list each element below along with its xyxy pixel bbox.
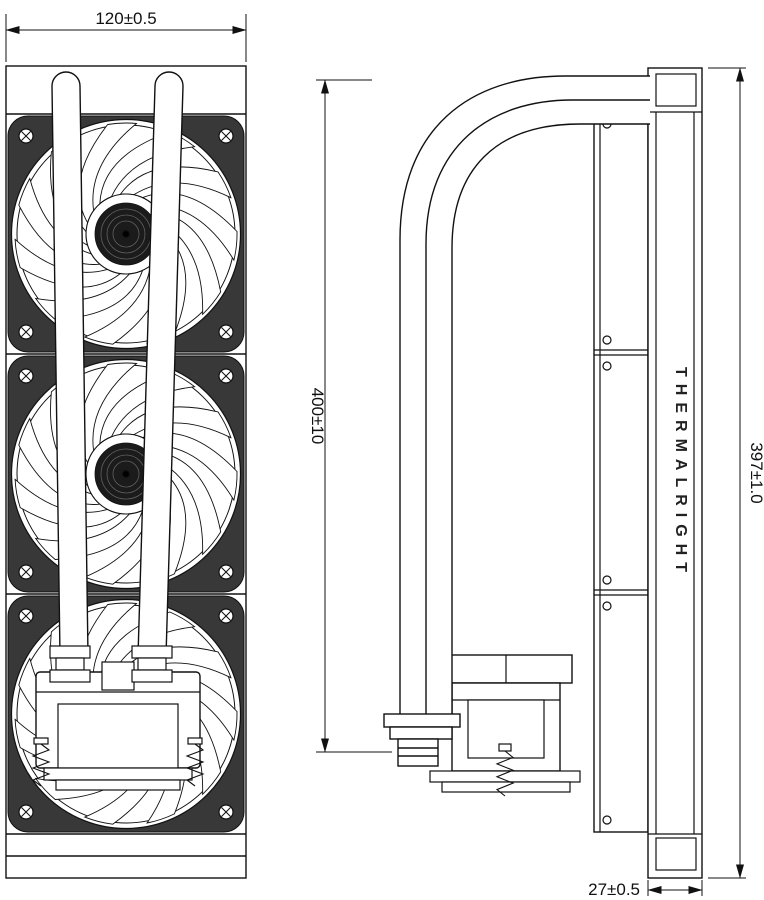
dim-front-width-label: 120±0.5 (95, 9, 156, 28)
spring-screw-head-right (187, 737, 203, 745)
fan-stack-outline (593, 111, 649, 833)
dim-tube-length: 400±10 (308, 79, 392, 753)
side-view: 400±10 THERMALRIGHT (308, 67, 764, 899)
dim-radiator-thickness: 27±0.5 (588, 880, 703, 899)
spring-screw-head-left (33, 737, 49, 745)
fitting-left-hex (55, 657, 85, 671)
tube-side (383, 75, 650, 767)
fitting-right-hex (137, 657, 167, 671)
pump-front (31, 645, 205, 791)
tube-fill (400, 76, 650, 714)
fan-1 (7, 115, 245, 353)
tube-edge-outer (399, 75, 650, 714)
cold-plate-side (441, 781, 571, 793)
dim-front-width: 120±0.5 (5, 9, 247, 62)
tube-fitting (383, 713, 461, 728)
mount-spring-side (495, 750, 515, 797)
tube-fitting-ring (389, 726, 453, 740)
tube-left-outline (51, 71, 89, 657)
radiator-side-outline (647, 67, 703, 879)
cold-plate (55, 779, 181, 791)
mount-flange (43, 767, 193, 781)
radiator-side: THERMALRIGHT (647, 67, 703, 879)
tube-right-outline (137, 71, 184, 657)
tube-left-front (51, 71, 89, 657)
fan-screw (602, 815, 612, 825)
fan-screw (602, 335, 612, 345)
front-view: 120±0.5 (5, 9, 247, 879)
tube-right-front (137, 71, 184, 657)
pump-side (429, 654, 581, 797)
fan-2 (7, 355, 245, 593)
tube-edge-middle (425, 99, 650, 714)
dim-radiator-length: 397±1.0 (708, 67, 764, 879)
tube-fitting-stub (397, 738, 439, 767)
fitting-right-hex (131, 645, 173, 659)
bottom-tank-detail (655, 837, 697, 871)
pump-center-block (101, 661, 135, 691)
pump-inner-housing (57, 703, 179, 769)
dim-radiator-thickness-label: 27±0.5 (588, 880, 640, 899)
mount-springs (31, 743, 205, 787)
spring-coil (31, 743, 51, 787)
fitting-left-hex (49, 669, 91, 683)
tube-edge-inner (451, 123, 650, 714)
fan-screw (602, 575, 612, 585)
fitting-right-hex (131, 669, 173, 683)
spring-screw-head (498, 743, 512, 752)
top-tank-detail (655, 73, 697, 107)
spring-coil (495, 750, 515, 797)
fitting-left-hex (49, 645, 91, 659)
spring-coil (185, 743, 205, 787)
dim-tube-length-label: 400±10 (308, 388, 327, 445)
fan-stack-side (593, 111, 649, 833)
fan-screw (602, 601, 612, 611)
pump-top-plate (435, 654, 573, 684)
dim-radiator-length-label: 397±1.0 (747, 442, 764, 503)
brand-vertical-label: THERMALRIGHT (672, 367, 689, 579)
fan-screw (602, 361, 612, 371)
